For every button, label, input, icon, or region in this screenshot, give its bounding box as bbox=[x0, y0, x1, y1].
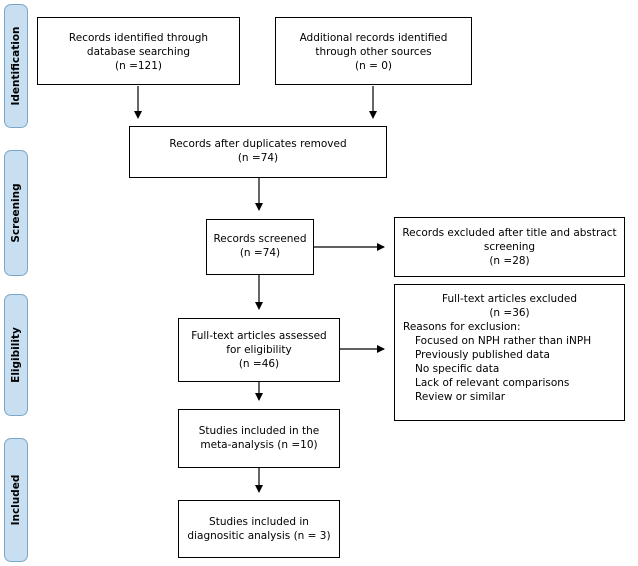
box-database-search: Records identified through database sear… bbox=[37, 17, 240, 85]
box-diagnostic-analysis: Studies included in diagnositic analysis… bbox=[178, 500, 340, 558]
exclusion-reason: Review or similar bbox=[415, 391, 506, 403]
phase-tab-screening: Screening bbox=[4, 150, 28, 276]
phase-tab-identification: Identification bbox=[4, 4, 28, 128]
box-excluded-title-abstract: Records excluded after title and abstrac… bbox=[394, 217, 625, 277]
phase-tab-eligibility: Eligibility bbox=[4, 294, 28, 416]
box-after-duplicates: Records after duplicates removed (n =74) bbox=[129, 126, 387, 178]
box-other-sources: Additional records identified through ot… bbox=[275, 17, 472, 85]
exclusion-reason: Previously published data bbox=[415, 349, 550, 361]
phase-tab-included: Included bbox=[4, 438, 28, 562]
box-fulltext-assessed: Full-text articles assessed for eligibil… bbox=[178, 318, 340, 382]
exclusion-reason: Focused on NPH rather than iNPH bbox=[415, 335, 592, 347]
box-fulltext-excluded: Full-text articles excluded (n =36) Reas… bbox=[394, 284, 625, 421]
exclusion-reason: Lack of relevant comparisons bbox=[415, 377, 570, 389]
exclusion-reason: No specific data bbox=[415, 363, 500, 375]
box-meta-analysis: Studies included in the meta-analysis (n… bbox=[178, 409, 340, 468]
box-records-screened: Records screened (n =74) bbox=[206, 219, 314, 275]
